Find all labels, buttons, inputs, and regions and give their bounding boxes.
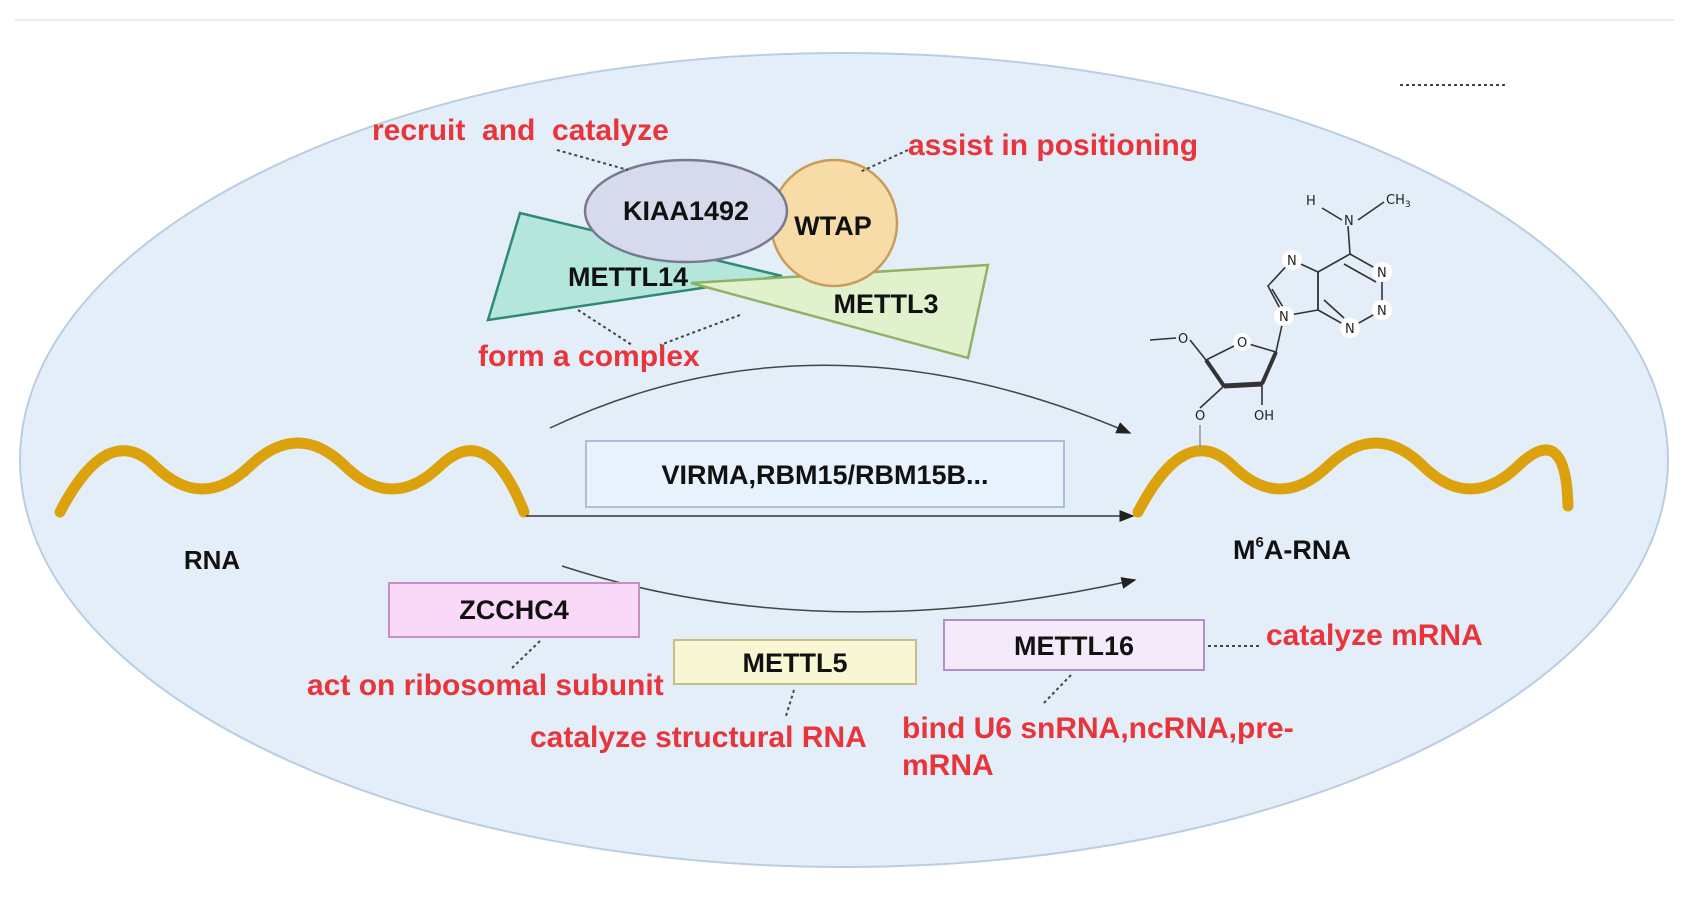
recruit-connector [556, 149, 629, 171]
atom-h: H [1306, 194, 1316, 209]
m6a-rna-label-rest: A-RNA [1264, 535, 1351, 565]
m6a-rna-label: M6A-RNA [1233, 534, 1351, 565]
ring-nitrogen-halos [1233, 250, 1392, 351]
complex-connector-right [659, 314, 741, 346]
virma-label: VIRMA,RBM15/RBM15B... [661, 460, 988, 490]
zcchc4-label: ZCCHC4 [459, 595, 569, 625]
mettl3-label: METTL3 [834, 289, 939, 319]
rna-label: RNA [184, 545, 241, 575]
recruit-catalyze-label: recruit and catalyze [372, 114, 669, 147]
zcchc4-box [388, 582, 640, 638]
atom-o-bottom: O [1195, 409, 1205, 424]
atom-ch3: CH3 [1386, 193, 1411, 210]
ribosomal-connector [511, 640, 541, 669]
rna-wave-right [1132, 437, 1574, 518]
atom-n-ring-4: N [1287, 254, 1297, 269]
mettl16-box [943, 619, 1205, 671]
form-complex-label: form a complex [478, 340, 700, 373]
catalyze-mrna-label: catalyze mRNA [1266, 619, 1483, 652]
ribosomal-label: act on ribosomal subunit [307, 669, 664, 702]
bind-snrna-label-line2: mRNA [902, 749, 994, 782]
mettl5-box [673, 639, 917, 685]
kiaa1492-label: KIAA1492 [623, 196, 749, 226]
complex-connector-left [577, 309, 633, 346]
atom-o-ring: O [1237, 336, 1247, 351]
bind-connector [1041, 674, 1072, 706]
bind-snrna-label-line1: bind U6 snRNA,ncRNA,pre- [902, 712, 1294, 745]
atom-o-chain: O [1178, 332, 1188, 347]
assist-positioning-label: assist in positioning [908, 129, 1198, 162]
mettl14-label: METTL14 [568, 262, 688, 292]
mettl16-label: METTL16 [1014, 631, 1134, 661]
atom-ch3-base: CH [1386, 193, 1405, 208]
structural-connector [785, 689, 795, 717]
atom-n-ring-3: N [1345, 322, 1355, 337]
atom-ch3-subscript: 3 [1405, 200, 1411, 210]
atom-n-methylamino: N [1344, 214, 1354, 229]
atom-oh: OH [1254, 409, 1274, 424]
atom-n-ring-5: N [1279, 310, 1289, 325]
atom-n-ring-1: N [1377, 266, 1387, 281]
structural-label: catalyze structural RNA [530, 721, 867, 754]
m6a-rna-label-superscript: 6 [1256, 534, 1264, 551]
assist-connector [859, 149, 909, 173]
kiaa1492-ellipse [583, 158, 789, 264]
upper-curved-arrow [549, 364, 1132, 434]
atom-n-ring-2: N [1377, 304, 1387, 319]
rna-wave-left [54, 437, 530, 518]
virma-box [585, 440, 1065, 508]
mettl5-label: METTL5 [743, 648, 848, 678]
wtap-label: WTAP [794, 211, 871, 241]
m6a-rna-label-base: M [1233, 535, 1256, 565]
